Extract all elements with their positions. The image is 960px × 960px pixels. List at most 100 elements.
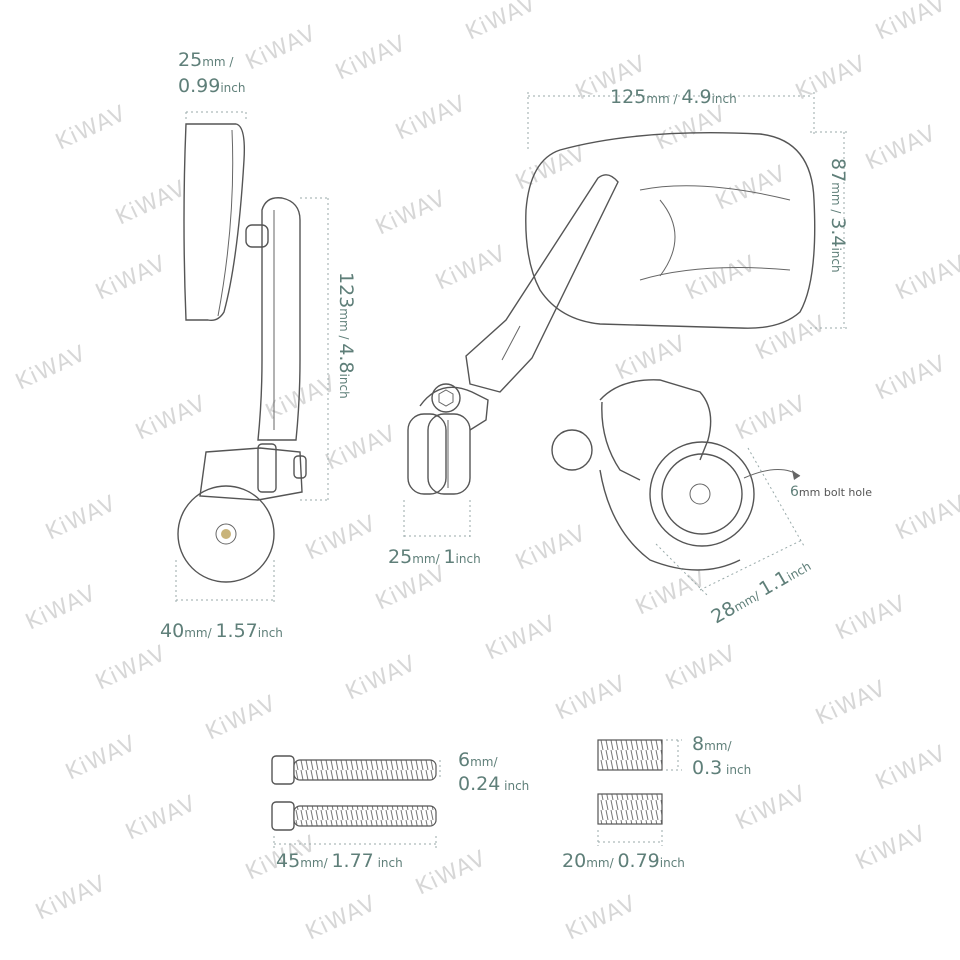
dim-label-clamp-diameter: 28mm/ 1.1inch [708,554,815,628]
watermark: KiWAV [732,391,810,445]
dim-label-bolt-diameter-inch: 0.24 inch [458,773,529,795]
bolt-thread [293,759,437,781]
watermark: KiWAV [852,821,930,875]
watermark: KiWAV [862,121,940,175]
dim-label-bottom-width: 40mm/ 1.57inch [160,620,283,642]
bolt-hole-leader [743,469,801,479]
hex-socket-icon [438,389,454,407]
pivot-bolt [431,383,461,413]
arm-segment-line [501,325,521,361]
dim-line-diameter [747,447,805,547]
pivot-knob [245,224,269,248]
mirror-contour [639,267,791,281]
watermark: KiWAV [132,391,210,445]
mirror-contour [639,185,791,201]
arm-base [419,386,489,431]
dim-line-diameter [699,539,803,591]
dim-label-mirror-width: 125mm / 4.9inch [610,86,737,108]
watermark: KiWAV [42,491,120,545]
mirror-arm [257,197,301,441]
watermark: KiWAV [342,651,420,705]
watermark: KiWAV [682,251,760,305]
watermark: KiWAV [512,521,590,575]
spacer [597,793,663,825]
clamp-detail-body [599,469,741,571]
dim-label-spacer-height-inch: 0.3 inch [692,757,751,779]
watermark: KiWAV [832,591,910,645]
watermark: KiWAV [462,0,540,45]
watermark: KiWAV [92,251,170,305]
bolt-hole-label: 6mm bolt hole [790,484,872,500]
watermark: KiWAV [612,331,690,385]
dim-label-bolt-length: 45mm/ 1.77 inch [276,850,403,872]
watermark: KiWAV [12,341,90,395]
watermark: KiWAV [122,791,200,845]
clamp-bolt-head [257,443,277,493]
bolt-thread [293,805,437,827]
watermark: KiWAV [632,566,710,620]
bolt-head [271,801,295,831]
watermark: KiWAV [62,731,140,785]
watermark: KiWAV [372,561,450,615]
watermark: KiWAV [412,846,490,900]
watermark: KiWAV [872,741,950,795]
clamp-detail-ring-inner [661,453,743,535]
dim-label-clamp-width: 25mm/ 1inch [388,546,481,568]
watermark: KiWAV [872,0,950,45]
watermark: KiWAV [372,186,450,240]
arrow-head-icon [792,470,800,480]
clamp-nut [293,455,307,479]
front-view-drawing: 125mm / 4.9inch 87mm / 3.4inch 25mm/ 1in… [388,86,849,568]
clamp-detail-knob [551,429,593,471]
spacer [597,739,663,771]
side-view-drawing: 25mm / 0.99inch 123mm / 4.8inch 40mm/ 1.… [160,49,357,642]
watermark: KiWAV [302,891,380,945]
clamp-front-inner [427,413,471,495]
dim-label-spacer-width: 20mm/ 0.79inch [562,850,685,872]
mirror-head-profile [183,123,246,322]
watermark: KiWAV [92,641,170,695]
clamp-bore [215,523,237,545]
dim-line-diameter [655,543,709,597]
watermark: KiWAV [732,781,810,835]
watermark: KiWAV [552,671,630,725]
clamp-detail-left [601,401,641,481]
dim-label-top-width-inch: 0.99inch [178,75,245,97]
watermark: KiWAV [872,351,950,405]
watermark: KiWAV [562,891,640,945]
hardware-drawing: 6mm/ 0.24 inch 45mm/ 1.77 inch 8mm/ 0.3 … [271,733,751,872]
bolt-head [271,755,295,785]
watermark: KiWAV [752,311,830,365]
watermark: KiWAV [662,641,740,695]
clamp-detail-ring-outer [649,441,755,547]
watermark: KiWAV [112,176,190,230]
watermark: KiWAV [432,241,510,295]
watermark: KiWAV [392,91,470,145]
watermark: KiWAV [242,21,320,75]
watermark: KiWAV [482,611,560,665]
clamp-detail-drawing: 6mm bolt hole 28mm/ 1.1inch [551,379,872,628]
bolt-hole-circle [689,483,711,505]
mirror-contour [659,199,676,277]
watermark: KiWAV [652,101,730,155]
mirror-glass-edge [217,129,234,317]
watermark: KiWAV [792,51,870,105]
watermark-layer: KiWAV KiWAV KiWAV KiWAV KiWAV KiWAV KiWA… [12,0,960,945]
watermark: KiWAV [512,141,590,195]
clamp-front-outer [407,413,447,495]
watermark: KiWAV [892,251,960,305]
dim-label-top-width-mm: 25mm / [178,49,234,71]
watermark: KiWAV [892,491,960,545]
watermark: KiWAV [332,31,410,85]
clamp-body [199,447,303,501]
clamp-bolt-center [221,529,231,539]
dim-label-spacer-height-mm: 8mm/ [692,733,732,755]
watermark: KiWAV [302,511,380,565]
mirror-head [525,132,816,329]
watermark: KiWAV [322,421,400,475]
mirror-arm-front [465,174,619,393]
dim-label-height: 123mm / 4.8inch [335,272,357,399]
watermark: KiWAV [32,871,110,925]
